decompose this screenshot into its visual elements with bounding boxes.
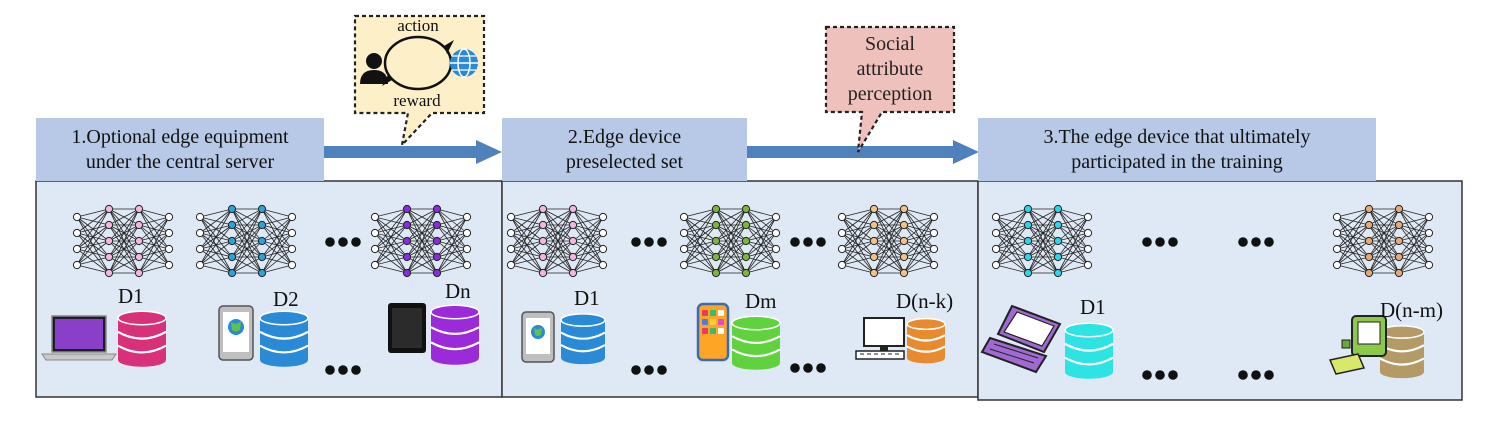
tablet-icon (521, 311, 555, 363)
ellipsis-dots (790, 363, 826, 373)
database-icon (430, 304, 480, 365)
database-icon (731, 315, 781, 370)
laptop-icon (980, 304, 1062, 374)
database-icon (117, 310, 167, 367)
ellipsis-dots (1238, 237, 1274, 247)
social-callout-text: Social attribute perception (826, 32, 954, 107)
device-label-s2-d1: D1 (574, 286, 600, 310)
header-stage-3: 3.The edge device that ultimately partic… (978, 118, 1376, 181)
database-icon (1379, 325, 1425, 379)
neural-network-icon (991, 204, 1093, 278)
ellipsis-dots (790, 237, 826, 247)
loop-arrowhead-top (444, 40, 454, 54)
device-label-s1-d1: D1 (118, 284, 144, 308)
desktop-computer-icon (855, 317, 905, 360)
social-line-3: perception (847, 83, 933, 105)
neural-network-icon (679, 204, 781, 278)
social-line-2: attribute (856, 58, 924, 80)
database-icon (259, 310, 309, 367)
social-callout (824, 25, 956, 153)
neural-network-icon (506, 204, 608, 278)
header-stage-2: 2.Edge device preselected set (502, 118, 747, 181)
neural-network-icon (370, 204, 472, 278)
device-label-s3-d1: D1 (1080, 295, 1106, 319)
social-line-1: Social (865, 33, 915, 55)
retro-computer-icon (1328, 315, 1387, 375)
smartphone-icon (696, 302, 730, 362)
ellipsis-dots (631, 365, 667, 375)
rl-callout (353, 14, 486, 149)
flow-arrow-1 (324, 140, 502, 164)
tablet-icon (218, 305, 254, 361)
header-stage-1: 1.Optional edge equipment under the cent… (36, 118, 324, 181)
neural-network-icon (1332, 204, 1434, 278)
device-label-s2-dnk: D(n-k) (896, 289, 954, 313)
reward-label: reward (393, 91, 441, 110)
device-label-s3-dnm: D(n-m) (1380, 298, 1443, 322)
tablet-icon (388, 303, 426, 353)
person-icon (360, 53, 388, 84)
ellipsis-dots (325, 365, 361, 375)
device-label-s2-dm: Dm (745, 289, 777, 313)
ellipsis-dots (631, 237, 667, 247)
flow-arrow-2 (747, 140, 979, 164)
neural-network-icon (837, 204, 939, 278)
database-icon (560, 313, 606, 365)
device-label-s1-dn: Dn (445, 279, 471, 303)
globe-icon (450, 48, 478, 78)
database-icon (906, 317, 946, 364)
device-label-s1-d2: D2 (273, 287, 299, 311)
ellipsis-dots (1142, 237, 1178, 247)
neural-network-icon (72, 204, 174, 278)
database-icon (1064, 322, 1114, 379)
neural-network-icon (195, 204, 297, 278)
ellipsis-dots (1238, 370, 1274, 380)
action-label: action (397, 16, 439, 35)
ellipsis-dots (325, 237, 361, 247)
ellipsis-dots (1142, 370, 1178, 380)
laptop-icon (41, 315, 117, 361)
